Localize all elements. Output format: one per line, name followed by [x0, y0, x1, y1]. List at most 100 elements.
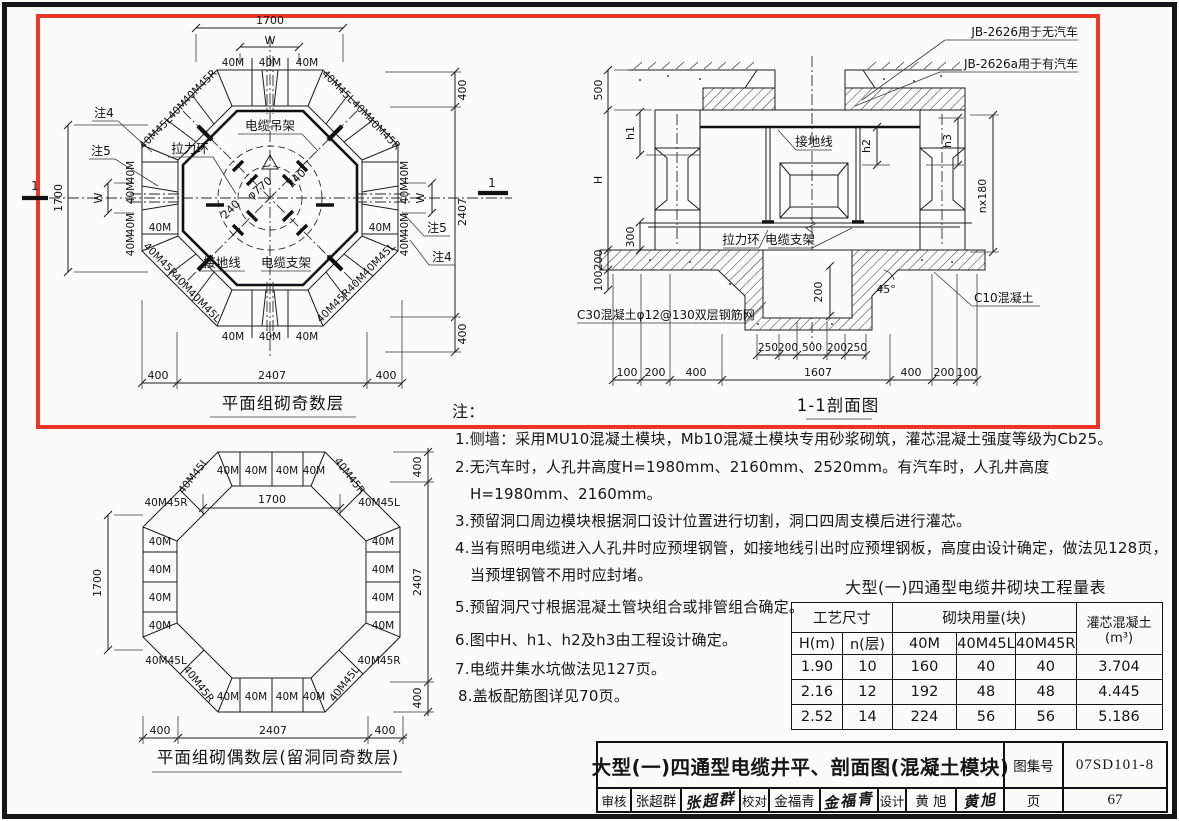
block-type-label: 40M [372, 620, 394, 632]
col-header-40m: 40M [892, 632, 957, 655]
block-type-label: 40M [245, 691, 267, 703]
dim-2407-right: 2407 [456, 198, 469, 226]
block-type-label: 40M45R [314, 286, 353, 325]
block-type-label: 40M [149, 536, 171, 548]
cell: 56 [1015, 704, 1077, 730]
signature-text: 张超群 [684, 788, 737, 813]
dim-200-left: 200 [592, 250, 605, 271]
dim-100-row2: 100 [957, 366, 978, 379]
block-type-label: 40M [276, 465, 298, 477]
dim-200-b: 200 [827, 342, 847, 354]
block-type-label: 40M45R [144, 497, 187, 509]
col-header-H: H(m) [791, 632, 843, 655]
block-type-label: 40M45L [360, 241, 398, 279]
cell: 12 [842, 679, 893, 705]
block-type-label: 40M [372, 536, 394, 548]
block-type-label: 40M [222, 331, 244, 343]
block-type-label: 40M [149, 222, 171, 234]
ref-note4-left: 注4 [94, 105, 114, 120]
block-type-label: 40M [399, 161, 411, 183]
block-type-label: 40M [303, 465, 325, 477]
dim-100-row: 100 [617, 366, 638, 379]
cell: 40 [956, 654, 1016, 680]
block-type-label: 40M [125, 182, 137, 204]
cell: 4.445 [1075, 679, 1163, 705]
block-type-label: 40M [259, 57, 281, 69]
cell: 48 [956, 679, 1016, 705]
audit-signature: 张超群 [680, 787, 739, 813]
ref-note5-right: 注5 [427, 220, 447, 235]
dim-2407-r2: 2407 [411, 568, 424, 596]
dim-w-right: W [414, 192, 427, 203]
dim-400-row2: 400 [901, 366, 922, 379]
section-mark-1-right: 1 [488, 176, 496, 190]
dim-2407-bottom: 2407 [258, 369, 286, 382]
ref-note4-right: 注4 [432, 249, 452, 264]
dim-250-b: 250 [847, 342, 867, 354]
design-signature: 黄旭 [955, 787, 1003, 811]
block-type-label: 40M [303, 691, 325, 703]
block-type-label: 40M [296, 331, 318, 343]
block-type-label: 40M [125, 213, 137, 235]
dim-400-right-top: 400 [456, 80, 469, 101]
block-type-label: 40M [125, 161, 137, 183]
atlas-no-value: 07SD101-8 [1062, 743, 1166, 787]
cell: 1.90 [791, 654, 843, 680]
dim-200-a: 200 [778, 342, 798, 354]
block-type-label: 40M45L [176, 456, 211, 496]
caption-plan-even: 平面组砌偶数层(留洞同奇数层) [157, 748, 399, 767]
dim-400-bl: 400 [148, 369, 169, 382]
block-type-label: 40M [296, 57, 318, 69]
atlas-no-label: 图集号 [1003, 743, 1062, 787]
grout-label-line2: (m³) [1105, 630, 1134, 646]
note-line: 5.预留洞尺寸根据混凝土管块组合或排管组合确定。 [455, 598, 805, 616]
cell: 3.704 [1075, 654, 1163, 680]
dim-h1: h1 [624, 126, 637, 140]
block-type-label: 40M [372, 564, 394, 576]
note-line: 8.盖板配筋图详见70页。 [458, 687, 629, 705]
block-type-label: 40M45L [358, 497, 400, 509]
dim-240-a: 240 [219, 198, 243, 222]
block-type-label: 40M45R [364, 113, 403, 152]
check-signature: 金福青 [819, 787, 877, 812]
dim-400-rt2: 400 [411, 457, 424, 478]
block-type-label: 40M [372, 592, 394, 604]
caption-section: 1-1剖面图 [797, 396, 879, 415]
dim-45deg: 45° [876, 283, 896, 296]
check-label: 校对 [739, 787, 768, 811]
label-jb2626-no-car: JB-2626用于无汽车 [970, 24, 1078, 39]
label-c30-rebar: C30混凝土φ12@130双层钢筋网 [577, 307, 755, 322]
dim-1700-top: 1700 [256, 14, 284, 27]
label-pull-ring-sec: 拉力环 [722, 232, 760, 247]
block-type-label: 40M [149, 564, 171, 576]
block-type-label: 40M45L [145, 655, 187, 667]
dim-400-rb2: 400 [411, 688, 424, 709]
block-type-label: 40M45R [357, 655, 400, 667]
note-line: 6.图中H、h1、h2及h3由工程设计确定。 [455, 631, 738, 649]
dim-400-br: 400 [376, 369, 397, 382]
label-pull-ring: 拉力环 [171, 141, 209, 156]
cell: 5.186 [1075, 704, 1163, 730]
check-name: 金福青 [768, 787, 819, 811]
dim-400-right-bot: 400 [456, 324, 469, 345]
label-cable-bracket: 电缆支架 [261, 255, 311, 270]
block-type-label: 40M [369, 222, 391, 234]
dim-1700-inner: 1700 [258, 493, 286, 506]
note-line: 2.无汽车时，人孔井高度H=1980mm、2160mm、2520mm。有汽车时，… [455, 458, 1050, 476]
note-line: 3.预留洞口周边模块根据洞口设计位置进行切割，洞口四周支模后进行灌芯。 [455, 512, 972, 530]
cell: 224 [892, 704, 957, 730]
audit-name: 张超群 [630, 787, 680, 811]
dim-400-b2b: 400 [375, 724, 396, 737]
cell: 192 [892, 679, 957, 705]
cell: 56 [956, 704, 1016, 730]
dim-200-row: 200 [645, 366, 666, 379]
label-cable-bracket-sec: 电缆支架 [765, 232, 815, 247]
notes-heading: 注： [452, 402, 485, 421]
dim-1607: 1607 [804, 366, 832, 379]
cell: 14 [842, 704, 893, 730]
block-type-label: 40M45R [180, 67, 219, 106]
cell: 48 [1015, 679, 1077, 705]
